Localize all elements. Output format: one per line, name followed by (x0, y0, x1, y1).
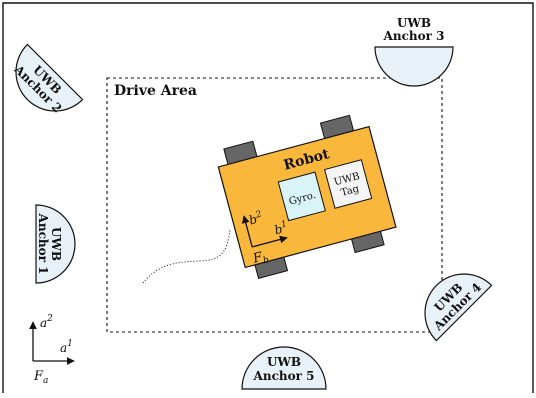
robot-axis-b2-label: b2 (247, 210, 264, 228)
anchor-3-line1: UWB (397, 16, 431, 30)
uwb-anchor-4: UWB Anchor 4 (424, 273, 493, 342)
robot: Robot Gyro. UWB Tag b2 b1 Fb (217, 114, 397, 279)
gyro-box (277, 171, 326, 222)
uwb-anchor-3: UWB Anchor 3 (374, 16, 454, 87)
global-axis-a1-label: a1 (60, 339, 73, 355)
anchor-5-line2: Anchor 5 (253, 369, 315, 383)
uwb-tag-line2: Tag (340, 183, 361, 199)
uwb-tag-box (324, 159, 373, 209)
anchor-1-line1: UWB (49, 227, 63, 261)
outer-frame (2, 2, 534, 393)
uwb-anchor-1: UWB Anchor 1 (35, 204, 76, 284)
robot-axis-b1-label: b1 (273, 219, 290, 237)
anchor-1-shape (35, 204, 76, 284)
drive-area-label: Drive Area (114, 83, 197, 99)
global-frame-label: Fa (33, 369, 48, 386)
global-frame: a2 a1 Fa (29, 314, 75, 386)
anchor-5-shape (241, 346, 327, 390)
anchor-3-shape (374, 46, 454, 87)
anchor-5-line1: UWB (267, 355, 301, 369)
anchor-4-shape (424, 273, 493, 342)
uwb-anchor-5: UWB Anchor 5 (241, 346, 327, 390)
anchor-1-line2: Anchor 1 (36, 213, 50, 275)
anchor-3-line2: Anchor 3 (383, 29, 445, 43)
robot-axis-b2-arrow (241, 215, 253, 248)
robot-axis-b1-arrow (252, 235, 288, 248)
global-axis-a2-label: a2 (40, 314, 53, 330)
robot-trajectory (142, 229, 231, 284)
drive-area-boundary (106, 77, 443, 333)
uwb-anchor-2: UWB Anchor 2 (11, 43, 84, 115)
anchor-2-shape (15, 43, 84, 112)
